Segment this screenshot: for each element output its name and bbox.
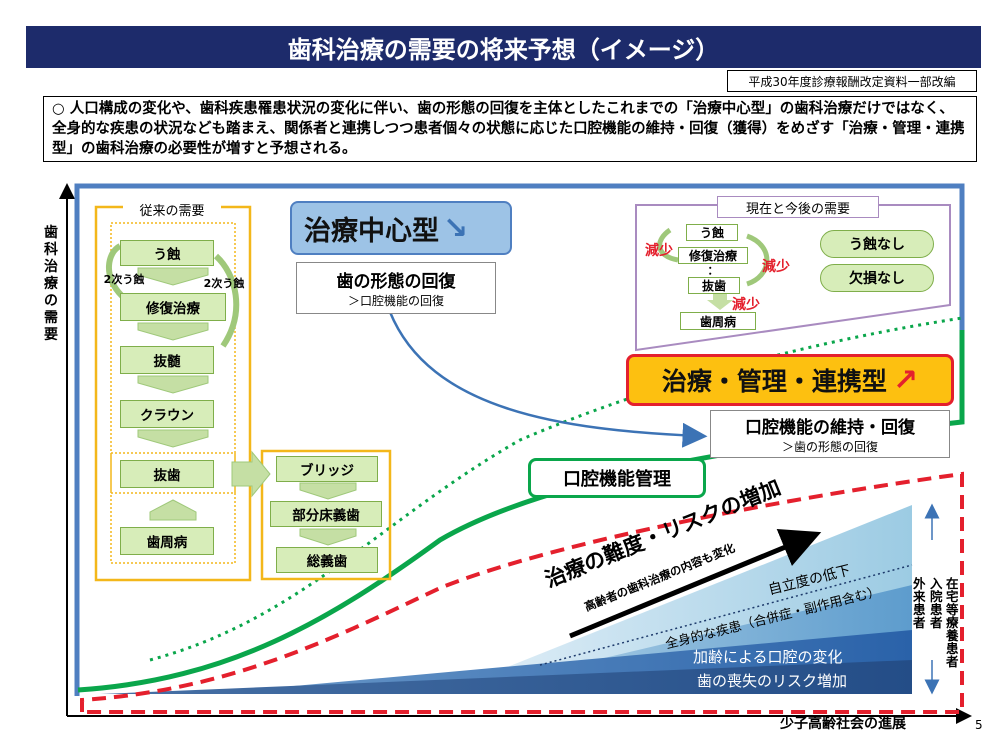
- tooth-form-box: 歯の形態の回復 ＞口腔機能の回復: [296, 262, 496, 314]
- decrease-label-2: 減少: [762, 259, 790, 275]
- tooth-form-main: 歯の形態の回復: [336, 272, 456, 292]
- up-arrow-icon: ↗: [892, 362, 919, 398]
- layer-label-tooth-loss: 歯の喪失のリスク増加: [697, 672, 848, 690]
- no-tooth-loss-pill: 欠損なし: [820, 264, 934, 292]
- secondary-caries-right: 2次う蝕: [203, 277, 245, 290]
- summary-text: ○ 人口構成の変化や、歯科疾患罹患状況の変化に伴い、歯の形態の回復を主体としたこ…: [43, 96, 977, 162]
- inpatient-label: 入院患者: [930, 576, 943, 630]
- treatment-centered-text: 治療中心型: [304, 215, 439, 247]
- down-arrow-icon: ↘: [443, 210, 469, 246]
- secondary-caries-left: 2次う蝕: [103, 273, 145, 286]
- shift-arrow: [388, 311, 708, 448]
- step-pulp-removal: 抜髄: [120, 346, 214, 374]
- layer-label-aging: 加齢による口腔の変化: [693, 648, 843, 666]
- step-crown: クラウン: [120, 400, 214, 428]
- outpatient-label: 外来患者: [913, 576, 926, 630]
- y-axis-label: 歯科治療の需要: [44, 225, 58, 343]
- step-restoration: 修復治療: [120, 293, 226, 321]
- page-number: 5: [975, 718, 983, 732]
- oral-function-main: 口腔機能の維持・回復: [745, 418, 915, 438]
- risk-arrow: [569, 528, 822, 639]
- tooth-form-sub: ＞口腔機能の回復: [347, 294, 444, 308]
- cf-ellipsis: ：: [707, 264, 719, 277]
- future-demand-dotted: [149, 316, 963, 662]
- conventional-title: 従来の需要: [123, 199, 221, 219]
- prosthetic-complete-denture: 総義歯: [276, 547, 378, 573]
- cf-caries: う蝕: [686, 224, 738, 241]
- treatment-centered-label: 治療中心型 ↘: [290, 201, 512, 255]
- cf-restoration: 修復治療: [678, 247, 748, 264]
- current-future-title: 現在と今後の需要: [717, 196, 879, 218]
- page-title: 歯科治療の需要の将来予想（イメージ）: [26, 26, 981, 68]
- prosthetic-bridge: ブリッジ: [276, 456, 378, 482]
- management-type-text: 治療・管理・連携型: [661, 367, 887, 396]
- decrease-label-1: 減少: [645, 243, 673, 259]
- cf-periodontal: 歯周病: [680, 312, 756, 330]
- step-periodontal: 歯周病: [120, 527, 214, 555]
- prosthetic-partial-denture: 部分床義歯: [270, 501, 382, 527]
- step-caries: う蝕: [120, 240, 214, 266]
- decrease-label-3: 減少: [732, 297, 760, 313]
- cf-extraction: 抜歯: [688, 277, 740, 294]
- step-extraction: 抜歯: [120, 460, 214, 488]
- oral-function-box: 口腔機能の維持・回復 ＞歯の形態の回復: [710, 410, 950, 458]
- x-axis-label: 少子高齢社会の進展: [780, 716, 906, 732]
- no-caries-pill: う蝕なし: [820, 230, 934, 258]
- treatment-centered-frame: [74, 183, 965, 696]
- source-note: 平成30年度診療報酬改定資料一部改編: [727, 70, 977, 92]
- prosthetics-frame: [260, 449, 392, 581]
- risk-boundary-dashed: [80, 471, 964, 714]
- oral-function-sub: ＞歯の形態の回復: [781, 440, 878, 454]
- home-care-label: 在宅等療養患者: [946, 576, 959, 669]
- management-type-label: 治療・管理・連携型 ↗: [626, 354, 954, 406]
- layer-wedge-tooth-loss: [100, 660, 912, 694]
- oral-function-management-label: 口腔機能管理: [528, 458, 706, 498]
